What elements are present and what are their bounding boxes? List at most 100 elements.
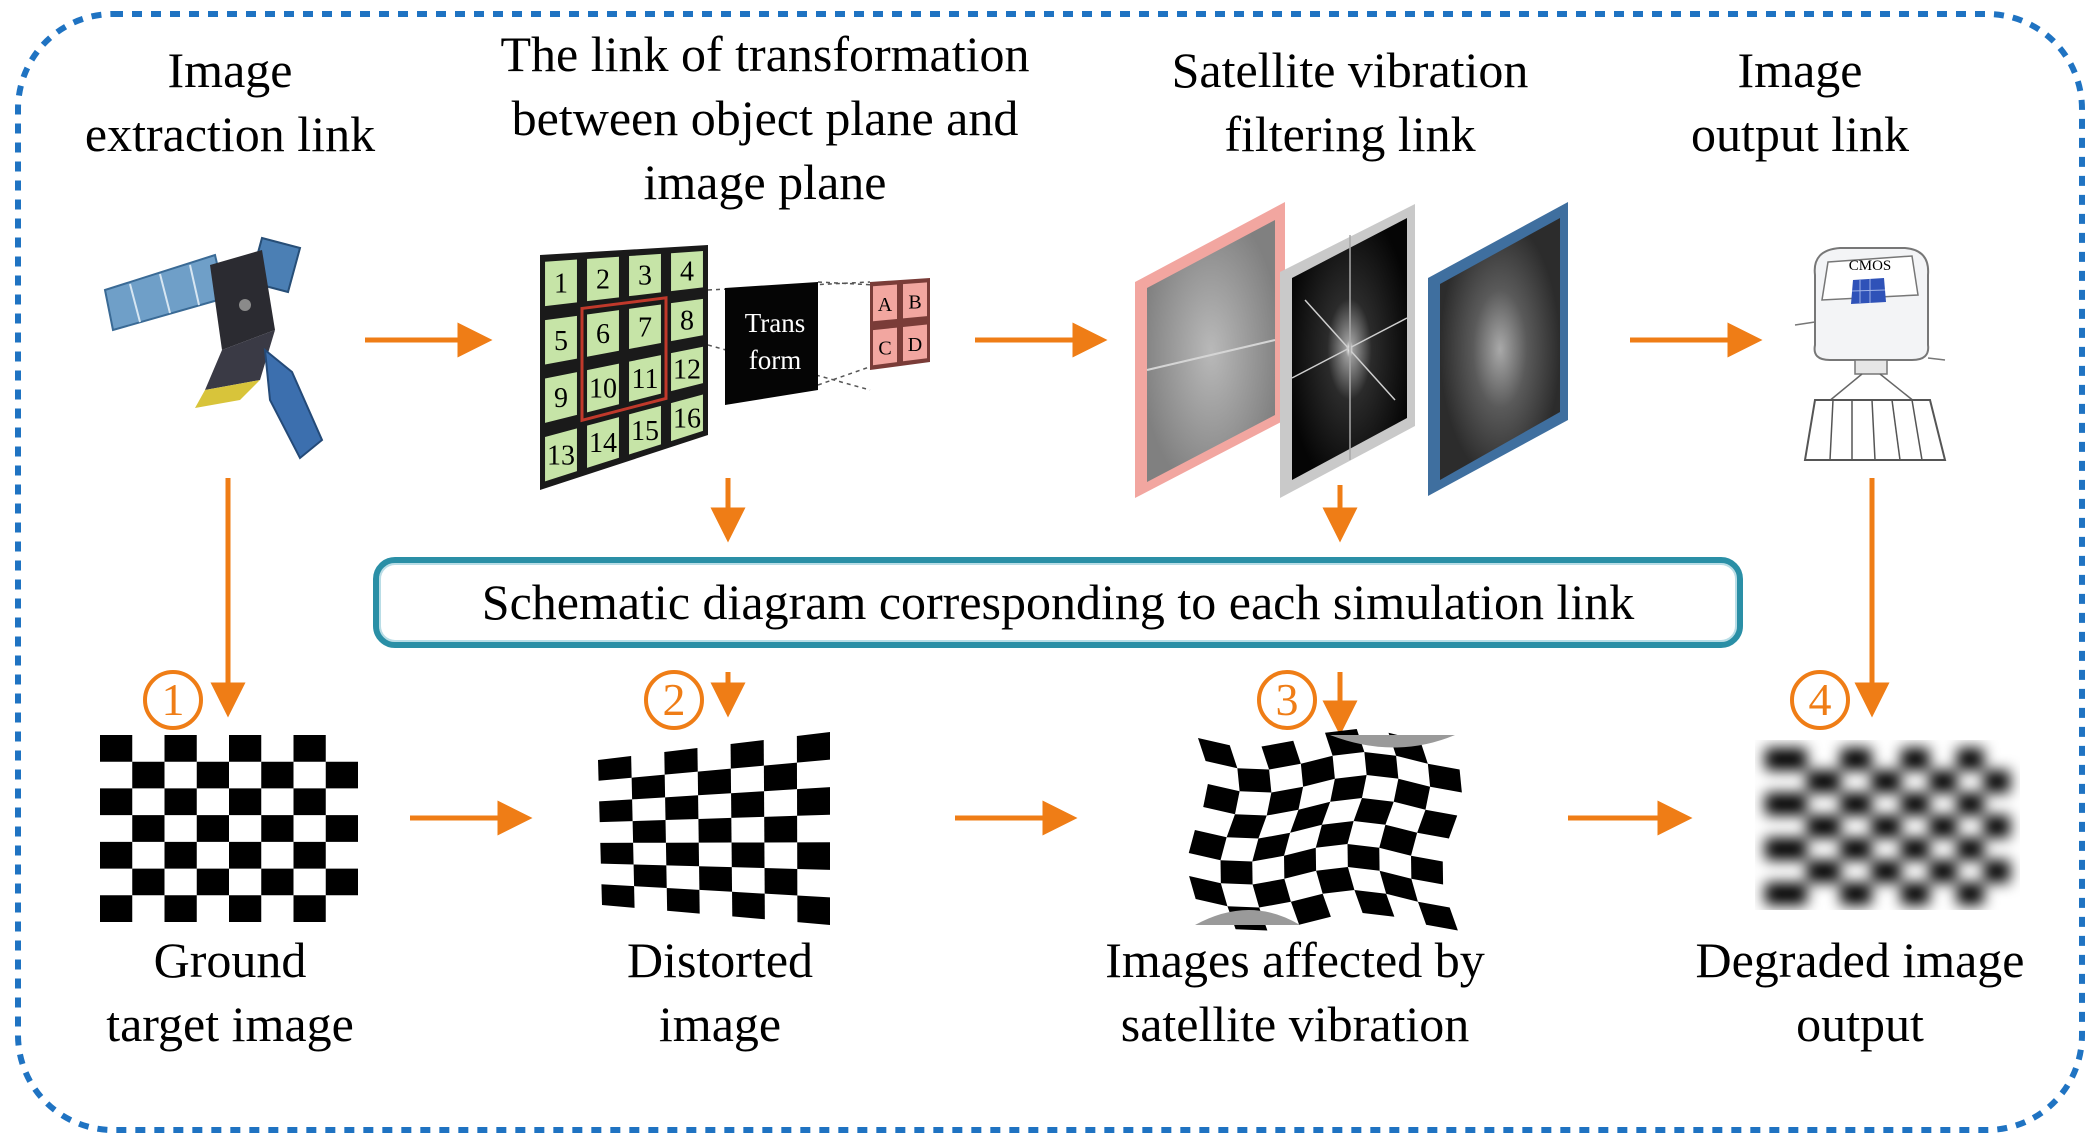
checker-square [666,888,700,914]
checker-square [325,815,358,842]
checker-square [1379,824,1418,856]
checker-square [1266,786,1304,816]
transform-label-1: Trans [745,308,806,338]
checker-square [1983,860,2010,883]
label-line: Images affected by [1105,932,1485,988]
checker-square [1417,809,1458,839]
label-line: satellite vibration [1120,996,1470,1052]
satellite-icon [103,236,324,460]
label-line: between object plane and [511,90,1019,146]
checker-square [261,868,294,896]
checker-square [1220,860,1253,885]
result-cell-label: C [878,337,891,359]
vertical-arrows [210,478,1890,736]
checker-square [1427,763,1462,793]
checker-square [1203,784,1240,815]
checker-square [632,820,666,843]
label-ground-target-image: Ground target image [70,928,390,1056]
checker-square [293,841,326,869]
checker-square [1261,740,1301,770]
checker-square [100,895,133,922]
checker-square [1900,792,1930,816]
label-line: image [658,996,782,1052]
checker-square [1353,798,1394,825]
checker-square [293,735,326,762]
checker-square [1806,860,1841,883]
grid-cell-label: 1 [554,268,568,299]
checker-square [1871,815,1901,838]
checker-square [1900,837,1930,861]
label-line: Satellite vibration [1171,42,1529,98]
distorted-checkerboard [598,732,830,925]
grid-cell [587,363,619,413]
checker-square [600,842,634,865]
checker-square [1806,815,1841,838]
grid-cell [545,372,577,423]
step-number-3: 3 [1257,670,1317,730]
checker-square [764,815,798,843]
cmos-camera-icon: CMOS [1794,247,1947,461]
checker-square [164,841,197,869]
label-line: Distorted [626,932,814,988]
checker-square [1983,770,2010,793]
label-line: filtering link [1224,106,1476,162]
checker-square [1316,867,1355,894]
checker-square [261,815,294,842]
checker-square [601,884,635,908]
checker-square [698,817,732,843]
grid-cell [671,394,703,442]
checker-square [598,756,632,781]
checker-square [1840,837,1872,861]
spectrum-panel-3 [1428,202,1568,496]
grid-cell-label: 7 [638,312,652,343]
checker-square [1189,876,1228,907]
checker-square [665,842,700,867]
grid-cell [671,298,703,342]
label-line: Image [1737,42,1863,98]
checker-square [1983,815,2010,838]
checker-square [132,815,165,842]
checker-square [1956,792,1984,816]
transform-box: Trans form [707,281,876,405]
grid-cell-label: 12 [673,355,701,386]
checker-square [1765,748,1807,771]
checker-square [1252,832,1291,862]
checker-square [797,842,830,870]
grid-cell [587,417,619,468]
checker-square [664,748,698,775]
step-number-1: 1 [143,670,203,730]
checker-square [1290,801,1331,833]
label-image-output-link: Image output link [1660,38,1940,166]
checker-square [1252,878,1291,908]
spectrum-panel-2 [1280,204,1415,498]
checker-square [1765,792,1807,816]
label-line: output [1796,996,1924,1052]
label-line: The link of transformation [500,26,1030,82]
label-line: image plane [643,154,887,210]
result-cell [903,324,927,362]
checker-square [1929,770,1957,793]
grid-cell [629,405,661,455]
schematic-callout-box: Schematic diagram corresponding to each … [373,557,1743,648]
transform-label-2: form [749,345,801,375]
checker-square [1929,860,1957,883]
checker-square [132,761,165,789]
grid-cell [629,253,661,297]
result-cell [873,284,897,322]
checker-square [1956,837,1984,861]
checker-square [1840,882,1872,905]
checker-square [763,762,798,792]
checker-square [1806,770,1841,793]
checker-square [1956,882,1984,905]
checker-square [293,895,326,922]
checker-square [100,788,133,816]
checker-square [1393,778,1431,810]
ground-target-checkerboard [100,735,358,922]
vibration-checkerboard [1188,729,1462,931]
checker-square [164,788,197,816]
label-image-extraction-link: Image extraction link [60,38,400,166]
label-line: Ground [153,932,307,988]
checker-square [1364,752,1399,779]
